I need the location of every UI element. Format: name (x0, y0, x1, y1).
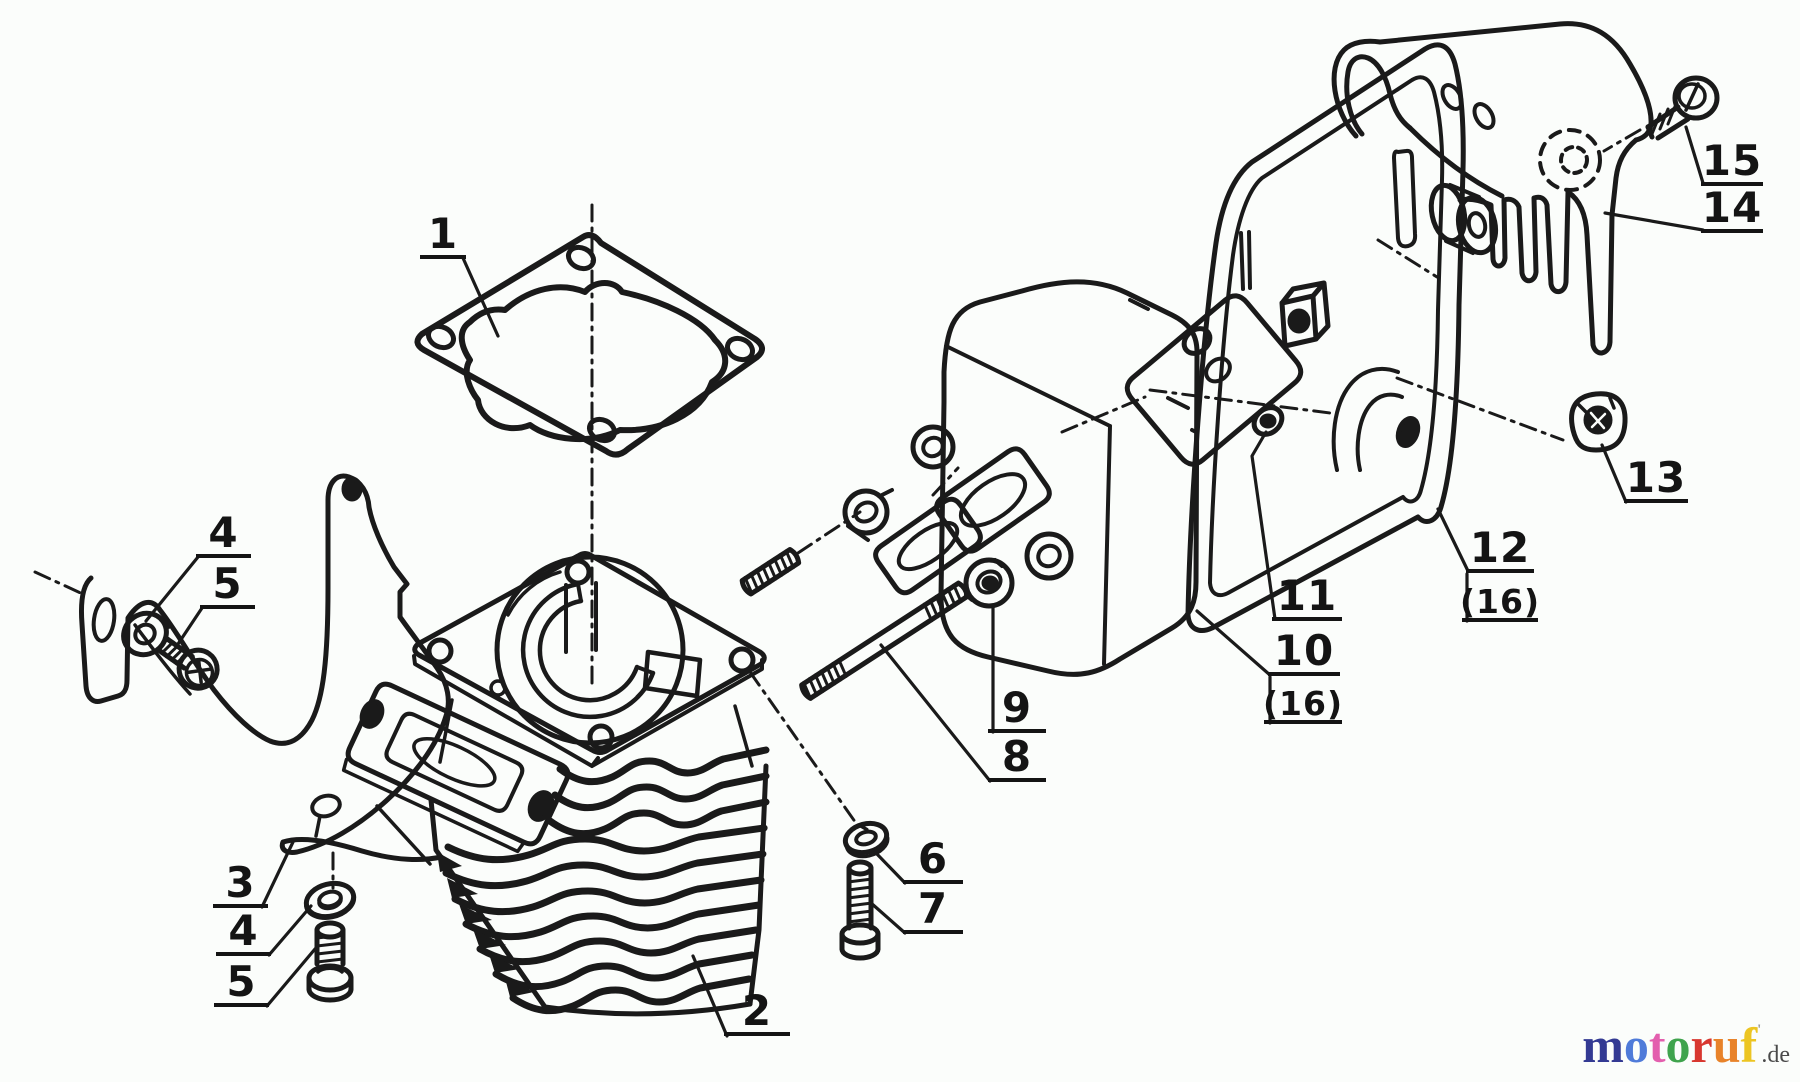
callout-leader-lines (144, 125, 1705, 1038)
callout-13: 13 (1624, 453, 1688, 503)
watermark-suffix: .de (1761, 1042, 1790, 1068)
callout-12: 12 (1466, 527, 1534, 573)
callout-6: 6 (903, 838, 963, 884)
muffler-cover-part14 (1331, 21, 1654, 356)
stud-part8 (799, 580, 970, 701)
washer-part6 (842, 820, 890, 859)
callout-9: 9 (988, 687, 1046, 733)
cylinder-part2-bore (494, 554, 703, 746)
callout-11: 11 (1272, 575, 1342, 621)
screw-part15 (1644, 75, 1720, 141)
watermark-letter: m (1582, 1017, 1624, 1073)
watermark-letter: t (1648, 1017, 1666, 1073)
callout-12-sub-16: (16) (1459, 582, 1541, 622)
callout-5-upper: 5 (200, 563, 255, 609)
cylinder-part2-exhaust-flange (341, 681, 571, 854)
callout-8: 8 (988, 736, 1046, 782)
callout-10-sub-16: (16) (1262, 684, 1344, 724)
screw-part5-lower (306, 920, 354, 1003)
watermark-trademark: ' (1757, 1022, 1762, 1038)
exhaust-gasket (842, 488, 1015, 609)
muffler-part10 (910, 279, 1200, 677)
callout-4-upper: 4 (196, 512, 251, 558)
cylinder-fin-edges (428, 763, 769, 1017)
watermark-letter: u (1712, 1017, 1741, 1073)
watermark-letter: f (1740, 1017, 1758, 1073)
callout-5-lower: 5 (214, 961, 269, 1007)
plate-part12 (1185, 42, 1496, 633)
callout-10: 10 (1268, 630, 1340, 676)
watermark-letter: o (1665, 1017, 1691, 1073)
screw-part5-upper (155, 635, 220, 691)
nut-part13 (1569, 391, 1628, 453)
callout-2: 2 (724, 990, 790, 1036)
bolt-part7 (839, 859, 881, 961)
heat-shield-part3 (79, 473, 451, 866)
bracket-part11 (1124, 230, 1331, 467)
cylinder-gasket-part1 (414, 232, 765, 458)
cylinder-part2-flange (412, 551, 767, 768)
cylinder-fins (442, 746, 770, 1015)
callout-3: 3 (213, 862, 268, 908)
watermark-motoruf-logo: motoruf' .de (1582, 1020, 1790, 1070)
washer-part4-lower (303, 880, 357, 920)
stud-part9 (739, 546, 802, 597)
callout-15: 15 (1701, 136, 1763, 186)
callout-7: 7 (903, 888, 963, 934)
callout-1: 1 (420, 213, 466, 259)
callout-4-lower: 4 (216, 910, 271, 956)
watermark-letter: r (1690, 1017, 1713, 1073)
callout-14: 14 (1701, 183, 1763, 233)
watermark-letter: o (1623, 1017, 1649, 1073)
